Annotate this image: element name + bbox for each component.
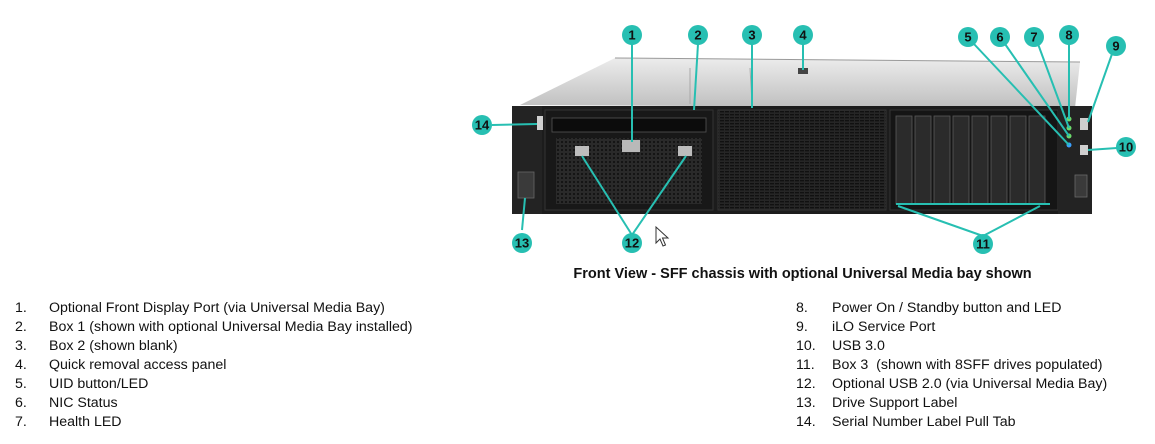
legend-item: 5. UID button/LED bbox=[15, 375, 413, 394]
sff-drive bbox=[971, 115, 989, 205]
sff-drive bbox=[1028, 115, 1046, 205]
sff-drive bbox=[914, 115, 932, 205]
sff-drives bbox=[895, 115, 1046, 205]
legend-text: Box 1 (shown with optional Universal Med… bbox=[49, 319, 413, 335]
callout-12: 12 bbox=[622, 233, 642, 253]
legend-number: 4. bbox=[15, 357, 27, 373]
legend-number: 7. bbox=[15, 414, 27, 430]
legend-text: Optional USB 2.0 (via Universal Media Ba… bbox=[832, 376, 1108, 392]
usb-2-port-right bbox=[678, 146, 692, 156]
callout-9: 9 bbox=[1106, 36, 1126, 56]
legend-item: 8. Power On / Standby button and LED bbox=[796, 299, 1107, 318]
legend-item: 4. Quick removal access panel bbox=[15, 356, 413, 375]
legend-text: Drive Support Label bbox=[832, 395, 958, 411]
callout-3-label: 3 bbox=[748, 28, 755, 43]
server-chassis bbox=[512, 57, 1092, 214]
usb-2-port-left bbox=[575, 146, 589, 156]
front-display-port bbox=[622, 140, 640, 152]
legend-item: 13. Drive Support Label bbox=[796, 394, 1107, 413]
callout-6: 6 bbox=[990, 27, 1010, 47]
callout-14: 14 bbox=[472, 115, 492, 135]
callout-4: 4 bbox=[793, 25, 813, 45]
callout-8: 8 bbox=[1059, 25, 1079, 45]
callout-10: 10 bbox=[1116, 137, 1136, 157]
sff-drive bbox=[990, 115, 1008, 205]
legend-item: 1. Optional Front Display Port (via Unive… bbox=[15, 299, 413, 318]
optical-slot bbox=[551, 117, 707, 133]
callout-2-label: 2 bbox=[694, 28, 701, 43]
legend-number: 6. bbox=[15, 395, 27, 411]
serial-label-pull-tab bbox=[537, 116, 543, 130]
legend-number: 12. bbox=[796, 376, 816, 392]
callout-5-label: 5 bbox=[964, 30, 971, 45]
drive-support-label bbox=[517, 171, 535, 199]
legend-text: Quick removal access panel bbox=[49, 357, 227, 373]
callout-4-label: 4 bbox=[799, 28, 807, 43]
legend-number: 8. bbox=[796, 300, 808, 316]
legend-item: 12. Optional USB 2.0 (via Universal Media… bbox=[796, 375, 1107, 394]
callout-1: 1 bbox=[622, 25, 642, 45]
legend-item: 11. Box 3 (shown with 8SFF drives populat… bbox=[796, 356, 1107, 375]
callout-10-label: 10 bbox=[1119, 140, 1133, 155]
chassis-top-panel bbox=[520, 58, 1080, 108]
legend-number: 13. bbox=[796, 395, 816, 411]
legend-text: Health LED bbox=[49, 414, 122, 430]
legend-number: 14. bbox=[796, 414, 816, 430]
legend-text: iLO Service Port bbox=[832, 319, 936, 335]
callout-leader-lines bbox=[491, 43, 1118, 237]
legend-list-right: 8. Power On / Standby button and LED 9. iL… bbox=[796, 299, 1107, 432]
legend-text: Power On / Standby button and LED bbox=[832, 300, 1062, 316]
legend-text: Serial Number Label Pull Tab bbox=[832, 414, 1016, 430]
callout-9-label: 9 bbox=[1112, 39, 1119, 54]
mouse-cursor-icon bbox=[655, 225, 670, 247]
legend-text: Box 3 (shown with 8SFF drives populated) bbox=[832, 357, 1103, 373]
sff-drive bbox=[1009, 115, 1027, 205]
legend-text: NIC Status bbox=[49, 395, 118, 411]
legend-number: 11. bbox=[796, 357, 815, 373]
callout-2: 2 bbox=[688, 25, 708, 45]
legend-number: 2. bbox=[15, 319, 27, 335]
legend-item: 14. Serial Number Label Pull Tab bbox=[796, 413, 1107, 432]
sff-drive bbox=[895, 115, 913, 205]
pull-tab-right bbox=[1074, 174, 1088, 198]
legend-item: 9. iLO Service Port bbox=[796, 318, 1107, 337]
legend-number: 10. bbox=[796, 338, 816, 354]
legend-item: 10. USB 3.0 bbox=[796, 337, 1107, 356]
ilo-service-port bbox=[1080, 118, 1088, 130]
sff-drive bbox=[933, 115, 951, 205]
legend-number: 3. bbox=[15, 338, 27, 354]
callout-13-label: 13 bbox=[515, 236, 529, 251]
legend-text: Optional Front Display Port (via Univers… bbox=[49, 300, 385, 316]
callout-6-label: 6 bbox=[996, 30, 1003, 45]
callout-13: 13 bbox=[512, 233, 532, 253]
legend-item: 3. Box 2 (shown blank) bbox=[15, 337, 413, 356]
callout-11-label: 11 bbox=[976, 237, 990, 252]
callout-3: 3 bbox=[742, 25, 762, 45]
callout-1-label: 1 bbox=[628, 28, 635, 43]
callout-14-label: 14 bbox=[475, 118, 490, 133]
legend-text: USB 3.0 bbox=[832, 338, 885, 354]
legend-item: 7. Health LED bbox=[15, 413, 413, 432]
legend-list-left: 1. Optional Front Display Port (via Unive… bbox=[15, 299, 413, 432]
usb-3-port bbox=[1080, 145, 1088, 155]
callout-8-label: 8 bbox=[1065, 28, 1072, 43]
legend-item: 2. Box 1 (shown with optional Universal M… bbox=[15, 318, 413, 337]
legend-number: 1. bbox=[15, 300, 27, 316]
callout-7-label: 7 bbox=[1030, 30, 1037, 45]
callout-7: 7 bbox=[1024, 27, 1044, 47]
callout-5: 5 bbox=[958, 27, 978, 47]
sff-drive bbox=[952, 115, 970, 205]
legend-number: 5. bbox=[15, 376, 27, 392]
callout-11: 11 bbox=[973, 234, 993, 254]
callout-markers: 1 2 3 4 5 6 7 8 9 10 11 12 13 14 bbox=[472, 25, 1136, 254]
box-2-blank bbox=[717, 109, 887, 211]
legend-text: UID button/LED bbox=[49, 376, 149, 392]
legend-text: Box 2 (shown blank) bbox=[49, 338, 178, 354]
legend-item: 6. NIC Status bbox=[15, 394, 413, 413]
server-front-view-diagram: 1 2 3 4 5 6 7 8 9 10 11 12 13 14 bbox=[472, 25, 1136, 254]
callout-12-label: 12 bbox=[625, 236, 639, 251]
access-panel-latch bbox=[798, 68, 808, 74]
figure-caption: Front View - SFF chassis with optional U… bbox=[573, 266, 1032, 282]
legend-number: 9. bbox=[796, 319, 808, 335]
